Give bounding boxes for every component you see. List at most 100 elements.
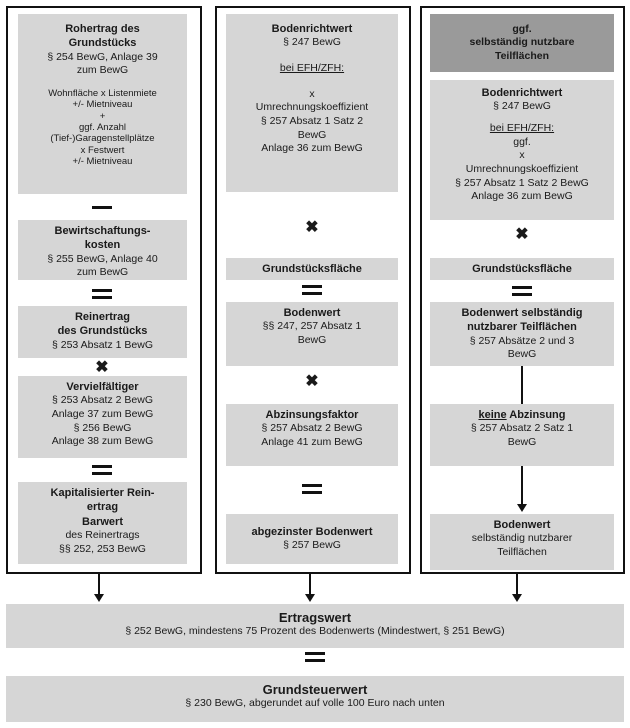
box-vervielfaeltiger: Vervielfältiger § 253 Absatz 2 BewG Anla…: [18, 376, 187, 458]
bodenrichtwert-formula-1: x: [309, 87, 315, 100]
keine-abzinsung-ref-1: § 257 Absatz 2 Satz 1: [470, 422, 574, 435]
bodenwert-final-ref-2: Teilflächen: [497, 545, 547, 558]
bodenrichtwert-formula-5: Anlage 36 zum BewG: [261, 142, 363, 155]
bodenwert-final-title: Bodenwert: [493, 519, 551, 531]
equals-operator-5: [512, 286, 532, 296]
equals-operator-final: [305, 652, 325, 666]
box-abgezinster-bodenwert: abgezinster Bodenwert § 257 BewG: [226, 514, 398, 564]
teilflaechen-header-1: ggf.: [512, 22, 532, 35]
ertragswert-sub: § 252 BewG, mindestens 75 Prozent des Bo…: [125, 625, 505, 637]
ertragswert-title: Ertragswert: [278, 610, 352, 625]
kapitalisiert-ref-1: §§ 252, 253 BewG: [59, 542, 146, 555]
box-bodenrichtwert: Bodenrichtwert § 247 BewG bei EFH/ZFH: x…: [226, 14, 398, 192]
bodenrichtwert-ref: § 247 BewG: [283, 36, 341, 49]
box-keine-abzinsung: keine Abzinsung § 257 Absatz 2 Satz 1 Be…: [430, 404, 614, 466]
bewirtschaftung-ref-1: § 255 BewG, Anlage 40: [47, 252, 158, 265]
grundstuecksflaeche-label: Grundstücksfläche: [262, 263, 362, 275]
vervielfaeltiger-ref-2: Anlage 37 zum BewG: [51, 407, 154, 420]
rohertrag-formula-5: (Tief-)Garagenstellplätze: [50, 133, 155, 145]
rohertrag-formula-7: +/- Mietniveau: [72, 156, 133, 168]
abgezinst-title: abgezinster Bodenwert: [251, 526, 373, 539]
bodenrichtwert-teil-formula-4: § 257 Absatz 1 Satz 2 BewG: [455, 176, 589, 189]
box-rohertrag: Rohertrag des Grundstücks § 254 BewG, An…: [18, 14, 187, 194]
bodenwert-teil-title-2: nutzbarer Teilflächen: [467, 321, 577, 334]
vervielfaeltiger-ref-4: Anlage 38 zum BewG: [51, 435, 154, 448]
keine-word: keine: [478, 409, 507, 421]
keine-abzinsung-title: keine Abzinsung: [433, 408, 611, 422]
abgezinst-ref: § 257 BewG: [283, 539, 341, 552]
vervielfaeltiger-ref-1: § 253 Absatz 2 BewG: [52, 394, 153, 407]
grundsteuerwert-sub: § 230 BewG, abgerundet auf volle 100 Eur…: [185, 697, 445, 709]
reinertrag-title-1: Reinertrag: [74, 311, 131, 323]
vervielfaeltiger-ref-3: § 256 BewG: [73, 421, 132, 434]
rohertrag-formula-1: Wohnfläche x Listenmiete: [48, 87, 157, 99]
rohertrag-formula-3: +: [99, 110, 106, 122]
bewirtschaftung-ref-2: zum BewG: [76, 266, 129, 279]
arrow-col3-line: [516, 574, 518, 594]
bodenwert-teil-ref-2: BewG: [507, 348, 537, 361]
rohertrag-ref-2: zum BewG: [76, 64, 129, 77]
bodenrichtwert-formula-2: Umrechnungskoeffizient: [255, 101, 369, 114]
keine-abzinsung-ref-2: BewG: [507, 435, 537, 448]
times-operator-2: ✖: [305, 219, 319, 236]
rohertrag-title-2: Grundstücks: [68, 37, 137, 50]
rohertrag-formula-2: +/- Mietniveau: [72, 99, 133, 111]
bodenrichtwert-teil-formula-3: Umrechnungskoeffizient: [465, 162, 579, 175]
bodenrichtwert-teil-formula-1: ggf.: [513, 135, 531, 148]
arrow-col1-line: [98, 574, 100, 594]
kapitalisiert-title-2: ertrag: [86, 501, 119, 514]
bodenrichtwert-teil-formula-5: Anlage 36 zum BewG: [471, 190, 573, 203]
rohertrag-formula-4: ggf. Anzahl: [78, 122, 126, 134]
arrow-col3-head: [512, 594, 522, 602]
connector-arrowhead: [517, 504, 527, 512]
connector-line-1: [521, 366, 523, 404]
bodenwert-teil-ref-1: § 257 Absätze 2 und 3: [469, 334, 575, 347]
reinertrag-title-2: des Grundstücks: [57, 325, 148, 338]
box-bodenrichtwert-teil: Bodenrichtwert § 247 BewG bei EFH/ZFH: g…: [430, 80, 614, 220]
box-bodenwert-final: Bodenwert selbständig nutzbarer Teilfläc…: [430, 514, 614, 570]
bodenwert-final-ref-1: selbständig nutzbarer: [471, 532, 573, 545]
bodenwert-title: Bodenwert: [283, 307, 341, 319]
equals-operator-4: [302, 484, 322, 494]
abzinsung-word: Abzinsung: [506, 409, 566, 421]
abzinsung-title: Abzinsungsfaktor: [265, 409, 359, 421]
bodenwert-teil-title-1: Bodenwert selbständig: [461, 307, 583, 319]
rohertrag-formula-6: x Festwert: [80, 144, 125, 156]
vervielfaeltiger-title: Vervielfältiger: [66, 381, 139, 393]
times-operator-4: ✖: [515, 226, 529, 243]
box-kapitalisierter-reinertrag: Kapitalisierter Rein- ertrag Barwert des…: [18, 482, 187, 564]
bodenrichtwert-teil-formula-2: x: [519, 149, 525, 162]
box-bodenwert: Bodenwert §§ 247, 257 Absatz 1 BewG: [226, 302, 398, 366]
teilflaechen-header-3: Teilflächen: [494, 49, 550, 62]
bodenrichtwert-title: Bodenrichtwert: [271, 23, 353, 35]
grundsteuerwert-title: Grundsteuerwert: [262, 682, 368, 697]
box-grundstuecksflaeche-teil: Grundstücksfläche: [430, 258, 614, 280]
bodenwert-ref-1: §§ 247, 257 Absatz 1: [262, 320, 362, 333]
bodenrichtwert-teil-title: Bodenrichtwert: [481, 87, 563, 99]
box-grundsteuerwert: Grundsteuerwert § 230 BewG, abgerundet a…: [6, 676, 624, 722]
box-bewirtschaftungskosten: Bewirtschaftungs- kosten § 255 BewG, Anl…: [18, 220, 187, 280]
teilflaechen-header-2: selbständig nutzbare: [469, 36, 575, 49]
box-bodenwert-teilflaechen: Bodenwert selbständig nutzbarer Teilfläc…: [430, 302, 614, 366]
equals-operator-3: [302, 285, 322, 295]
rohertrag-ref-1: § 254 BewG, Anlage 39: [47, 50, 158, 63]
equals-operator-2: [92, 465, 112, 475]
bodenrichtwert-teil-efh: bei EFH/ZFH:: [489, 121, 555, 134]
box-reinertrag: Reinertrag des Grundstücks § 253 Absatz …: [18, 306, 187, 358]
arrow-col1-head: [94, 594, 104, 602]
bodenrichtwert-efh: bei EFH/ZFH:: [279, 61, 345, 74]
bewirtschaftung-title-1: Bewirtschaftungs-: [54, 225, 151, 237]
rohertrag-title-1: Rohertrag des: [65, 23, 140, 35]
bewirtschaftung-title-2: kosten: [84, 239, 121, 252]
arrow-col2-line: [309, 574, 311, 594]
bodenwert-ref-2: BewG: [297, 333, 327, 346]
connector-line-2: [521, 466, 523, 506]
abzinsung-ref-2: Anlage 41 zum BewG: [261, 435, 363, 448]
kapitalisiert-title-1: Kapitalisierter Rein-: [50, 487, 155, 499]
times-operator-3: ✖: [305, 373, 319, 390]
kapitalisiert-title-4: des Reinertrags: [65, 528, 140, 541]
bodenrichtwert-teil-ref: § 247 BewG: [493, 100, 551, 113]
kapitalisiert-title-3: Barwert: [82, 515, 123, 528]
bodenrichtwert-formula-4: BewG: [297, 128, 327, 141]
grundstuecksflaeche-teil-label: Grundstücksfläche: [472, 263, 572, 275]
